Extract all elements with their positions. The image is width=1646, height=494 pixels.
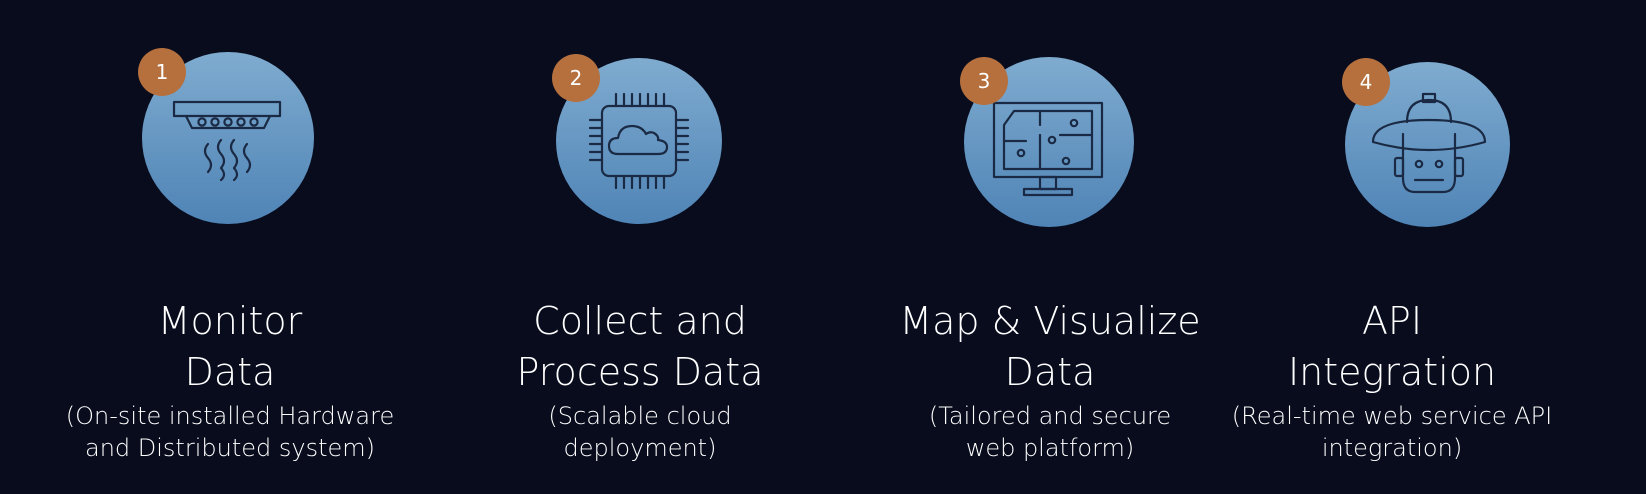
step-2-badge: 2 xyxy=(552,54,600,102)
step-2: 2 Collect and Process Data (Scalable clo… xyxy=(440,0,840,494)
step-2-description: (Scalable cloud deployment) xyxy=(440,400,840,464)
step-1-title: Monitor Data xyxy=(30,296,430,398)
step-4-badge: 4 xyxy=(1342,58,1390,106)
step-3-description: (Tailored and secure web platform) xyxy=(850,400,1250,464)
step-4-description: (Real-time web service API integration) xyxy=(1192,400,1592,464)
step-4-description-line-2: integration) xyxy=(1321,434,1463,462)
step-1-description-line-1: (On-site installed Hardware xyxy=(65,402,395,430)
step-1-description-line-2: and Distributed system) xyxy=(85,434,375,462)
step-3-title-line-1: Map & Visualize xyxy=(899,299,1201,343)
step-4-title-line-2: Integration xyxy=(1287,350,1497,394)
sensor-icon xyxy=(172,100,282,182)
step-3-title-line-2: Data xyxy=(1004,350,1096,394)
step-1-title-line-1: Monitor xyxy=(157,299,303,343)
step-1-badge: 1 xyxy=(138,48,186,96)
cloud-chip-icon xyxy=(588,92,690,190)
step-2-description-line-2: deployment) xyxy=(563,434,717,462)
step-4-description-line-1: (Real-time web service API xyxy=(1231,402,1553,430)
step-4-title-line-1: API xyxy=(1361,299,1423,343)
step-2-title-line-2: Process Data xyxy=(516,350,764,394)
step-2-title-line-1: Collect and xyxy=(533,299,747,343)
step-3-description-line-1: (Tailored and secure xyxy=(928,402,1172,430)
step-3-title: Map & Visualize Data xyxy=(850,296,1250,398)
monitor-map-icon xyxy=(992,101,1104,197)
robot-hardhat-icon xyxy=(1371,92,1487,194)
step-2-title: Collect and Process Data xyxy=(440,296,840,398)
step-1-title-line-2: Data xyxy=(184,350,276,394)
step-1-description: (On-site installed Hardware and Distribu… xyxy=(30,400,430,464)
step-3-description-line-2: web platform) xyxy=(965,434,1135,462)
step-4-title: API Integration xyxy=(1192,296,1592,398)
step-4: 4 API Integration (Real-time web service… xyxy=(1192,0,1592,494)
step-3-badge: 3 xyxy=(960,57,1008,105)
step-1: 1 Monitor Data (On-site installed Hardwa… xyxy=(30,0,430,494)
step-3: 3 Map & Visualize Data (Tailored and sec… xyxy=(850,0,1250,494)
step-2-description-line-1: (Scalable cloud xyxy=(548,402,732,430)
